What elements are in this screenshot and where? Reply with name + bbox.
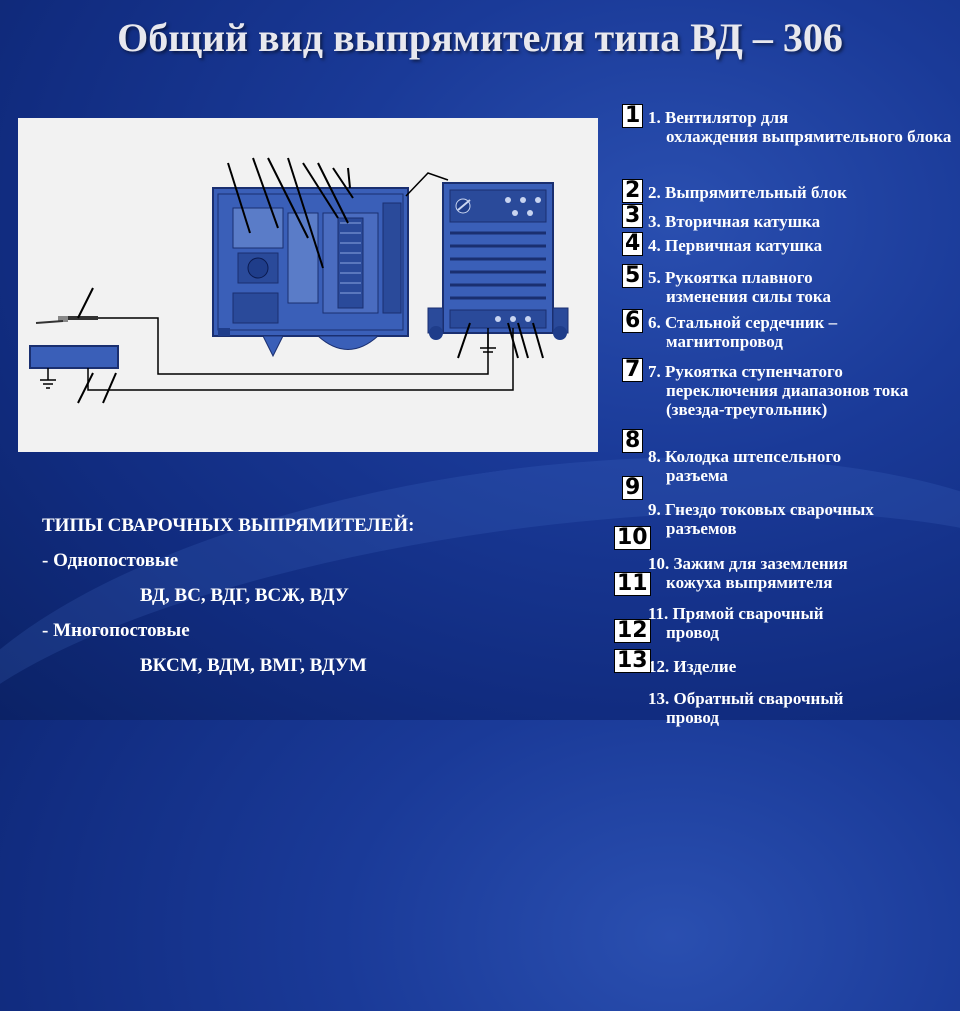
legend-text-7: 7. Рукоятка ступенчатого bbox=[648, 362, 843, 381]
legend-number-1: 1 bbox=[622, 104, 644, 128]
types-single-station-list: ВД, ВС, ВДГ, ВСЖ, ВДУ bbox=[140, 585, 349, 606]
legend-number-8: 8 bbox=[622, 429, 644, 453]
transformer-housing bbox=[212, 187, 409, 358]
legend-text-6: 6. Стальной сердечник – bbox=[648, 313, 838, 332]
legend-number-4: 4 bbox=[622, 232, 644, 256]
legend-number-2: 2 bbox=[622, 179, 644, 203]
legend-text-9: 9. Гнездо токовых сварочных bbox=[648, 500, 874, 519]
legend-text-13-cont: провод bbox=[666, 708, 720, 727]
workpiece bbox=[29, 316, 119, 389]
legend-number-10: 10 bbox=[614, 526, 651, 550]
rectifier-diagram bbox=[18, 118, 598, 452]
legend-text-12: 12. Изделие bbox=[648, 657, 737, 676]
legend-text-4: 4. Первичная катушка bbox=[648, 236, 823, 255]
legend-number-11: 11 bbox=[614, 572, 651, 596]
legend-text-2: 2. Выпрямительный блок bbox=[648, 183, 847, 202]
legend-number-12: 12 bbox=[614, 619, 651, 643]
rectifier-drawing bbox=[29, 157, 569, 404]
legend-text-7-cont: переключения диапазонов тока (звезда-тре… bbox=[666, 381, 909, 419]
types-multi-station: - Многопостовые bbox=[42, 620, 190, 641]
types-heading: ТИПЫ СВАРОЧНЫХ ВЫПРЯМИТЕЛЕЙ: bbox=[42, 515, 415, 536]
legend-text-8-cont: разъема bbox=[666, 466, 728, 485]
page-title: Общий вид выпрямителя типа ВД – 306 bbox=[117, 15, 843, 60]
legend-number-5: 5 bbox=[622, 264, 644, 288]
legend-text-6-cont: магнитопровод bbox=[666, 332, 783, 351]
legend-number-9: 9 bbox=[622, 476, 644, 500]
legend-text-3: 3. Вторичная катушка bbox=[648, 212, 821, 231]
rectifier-cabinet bbox=[427, 182, 569, 340]
legend-number-13: 13 bbox=[614, 649, 651, 673]
legend-number-6: 6 bbox=[622, 309, 644, 333]
legend-text-1: 1. Вентилятор для bbox=[648, 108, 789, 127]
welding-cables bbox=[87, 172, 514, 391]
legend-text-11: 11. Прямой сварочный bbox=[648, 604, 824, 623]
legend-text-9-cont: разъемов bbox=[666, 519, 737, 538]
legend-text-13: 13. Обратный сварочный bbox=[648, 689, 844, 708]
legend-text-1-cont: охлаждения выпрямительного блока bbox=[666, 127, 952, 146]
legend-text-10-cont: кожуха выпрямителя bbox=[666, 573, 833, 592]
legend-text-5-cont: изменения силы тока bbox=[666, 287, 831, 306]
legend-text-10: 10. Зажим для заземления bbox=[648, 554, 848, 573]
legend-text-11-cont: провод bbox=[666, 623, 720, 642]
rectifier-types: ТИПЫ СВАРОЧНЫХ ВЫПРЯМИТЕЛЕЙ: - Однопосто… bbox=[42, 508, 602, 683]
types-multi-station-list: ВКСМ, ВДМ, ВМГ, ВДУМ bbox=[140, 655, 367, 676]
legend-number-7: 7 bbox=[622, 358, 644, 382]
legend-number-3: 3 bbox=[622, 204, 644, 228]
legend-text-8: 8. Колодка штепсельного bbox=[648, 447, 842, 466]
types-single-station: - Однопостовые bbox=[42, 550, 179, 571]
callout-leaders bbox=[77, 157, 544, 404]
legend-text-5: 5. Рукоятка плавного bbox=[648, 268, 813, 287]
